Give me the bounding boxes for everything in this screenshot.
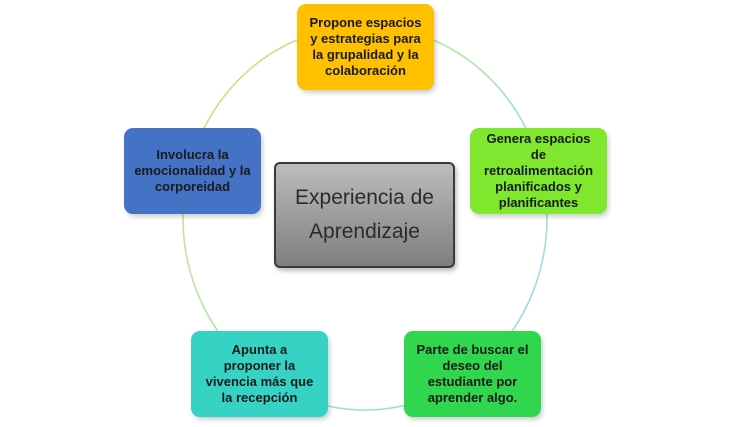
node-vivencia: Apunta a proponer la vivencia más que la… [191,331,328,417]
node-deseo: Parte de buscar el deseo del estudiante … [404,331,541,417]
node-retroalimentacion: Genera espacios de retroalimentación pla… [470,128,607,214]
node-emocionalidad: Involucra la emocionalidad y la corporei… [124,128,261,214]
node-grupalidad: Propone espacios y estrategias para la g… [297,4,434,90]
center-node: Experiencia de Aprendizaje [274,162,455,268]
